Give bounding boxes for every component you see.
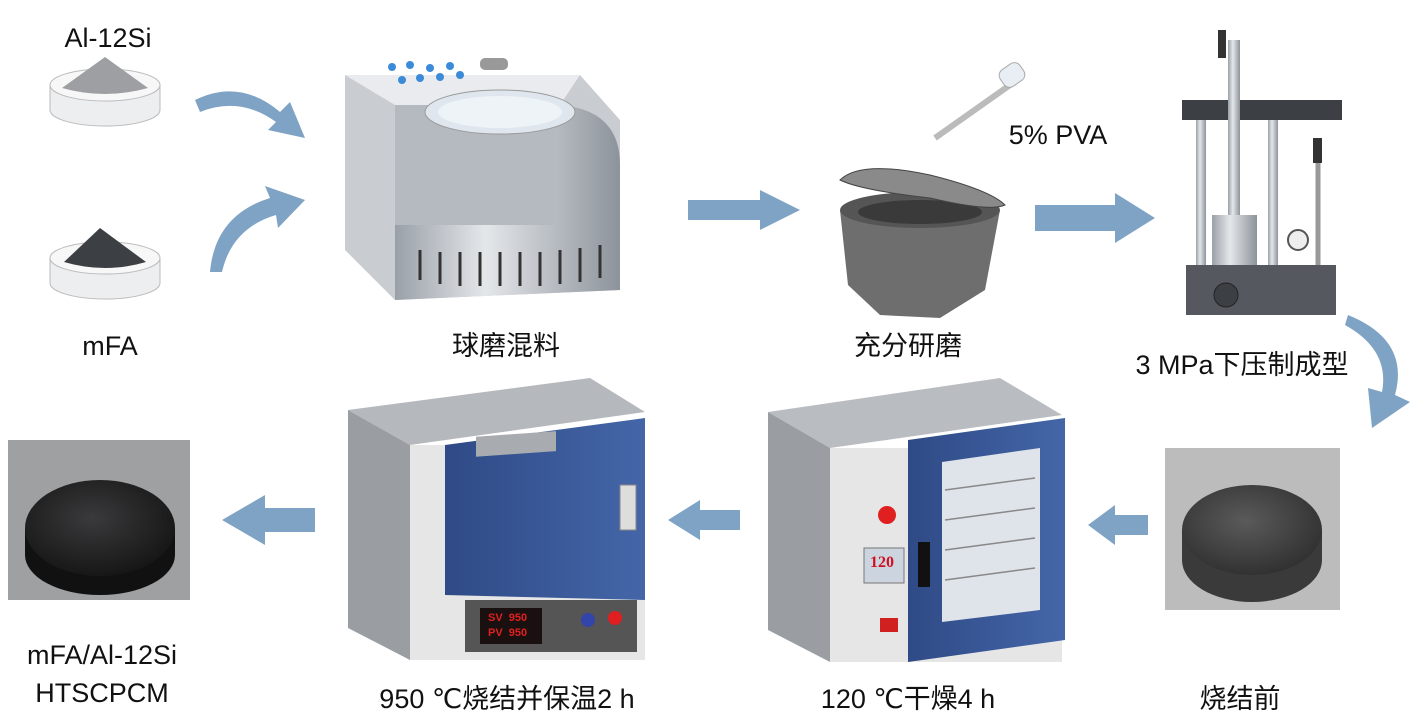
muffle-furnace [348, 378, 645, 660]
oven-display: 120 [870, 554, 894, 571]
label-before-sinter: 烧结前 [1199, 684, 1281, 714]
label-mfa: mFA [82, 331, 138, 361]
pipette-icon [933, 62, 1026, 141]
al12si-powder-dish [49, 57, 161, 127]
mfa-powder-dish [49, 228, 161, 300]
final-product-photo [8, 440, 190, 600]
green-compact-photo [1165, 448, 1340, 610]
label-press: 3 MPa下压制成型 [1135, 350, 1349, 380]
label-al12si: Al-12Si [64, 23, 152, 53]
arrow-left-icon [668, 500, 740, 540]
furnace-display-sv: SV 950 [488, 612, 528, 624]
arrow-left-icon [1088, 505, 1148, 545]
arrow-left-icon [222, 495, 315, 545]
ball-mill-machine [345, 58, 620, 300]
curved-arrow-icon [1345, 315, 1410, 428]
arrow-right-icon [1035, 193, 1155, 243]
curved-arrow-icon [195, 91, 305, 272]
label-product-line2: HTSCPCM [35, 678, 169, 708]
label-sinter: 950 ℃烧结并保温2 h [379, 684, 635, 714]
furnace-display-pv: PV 950 [488, 627, 528, 639]
drying-oven [768, 378, 1065, 662]
label-ball-mill: 球磨混料 [452, 331, 560, 361]
mortar-and-pestle [839, 168, 1006, 318]
label-product-line1: mFA/Al-12Si [26, 640, 178, 670]
label-pva: 5% PVA [1008, 120, 1108, 150]
label-grind: 充分研磨 [854, 331, 962, 361]
hydraulic-press [1182, 30, 1342, 315]
label-dry: 120 ℃干燥4 h [820, 684, 996, 714]
arrow-right-icon [688, 190, 800, 230]
